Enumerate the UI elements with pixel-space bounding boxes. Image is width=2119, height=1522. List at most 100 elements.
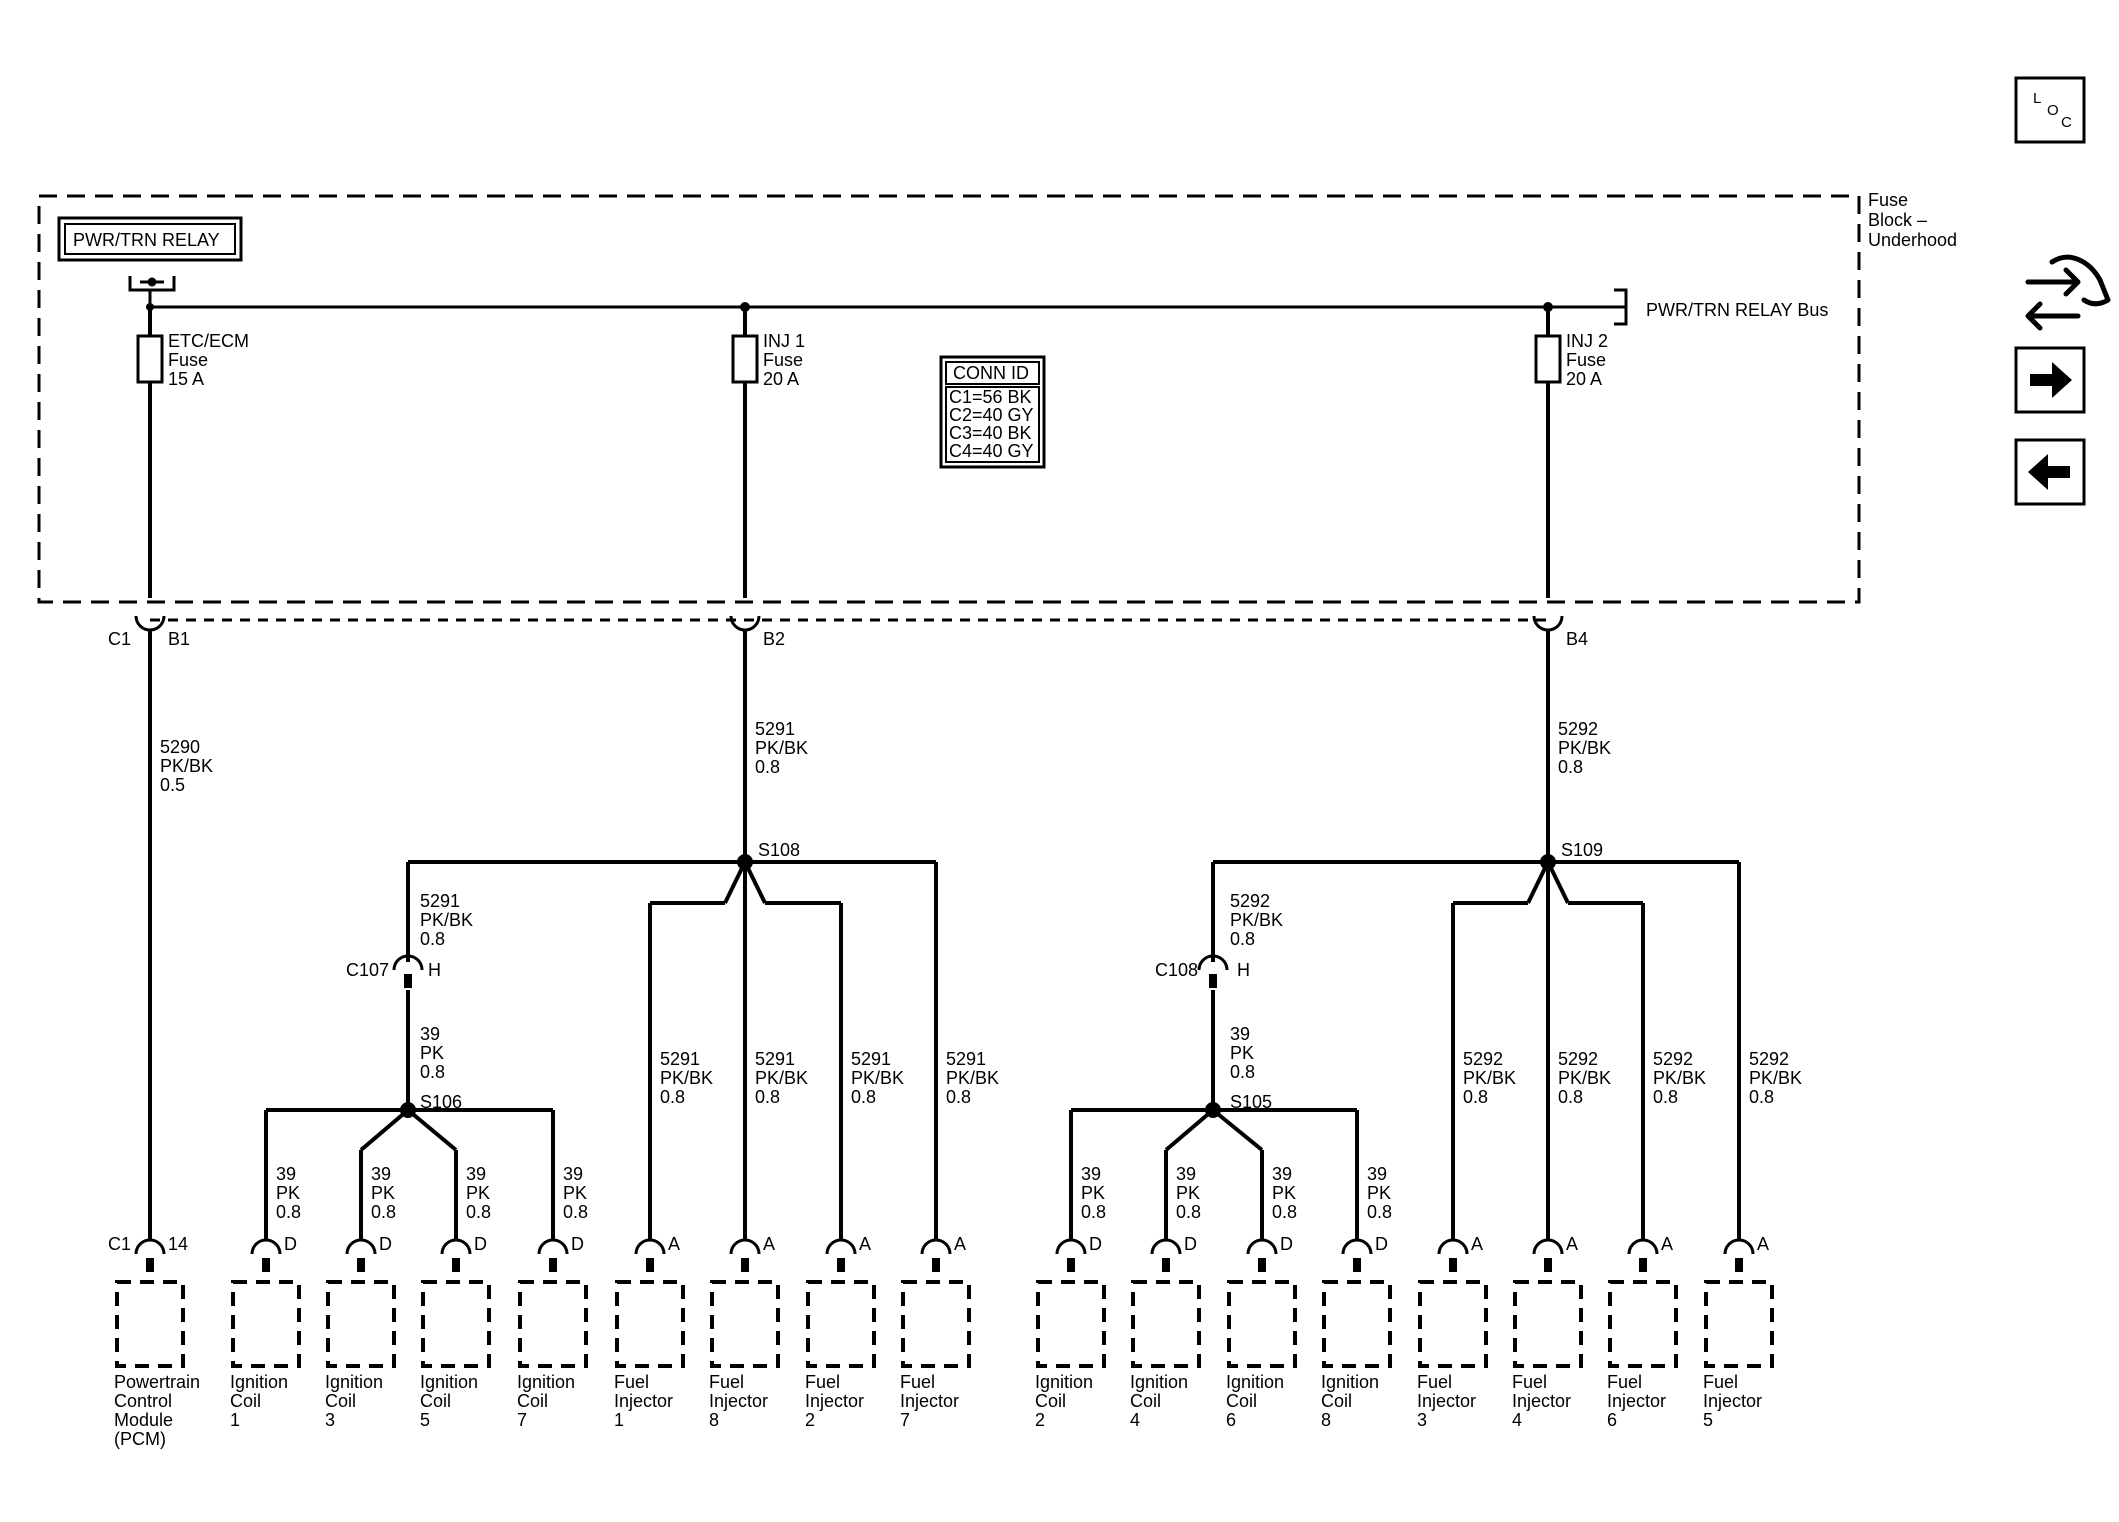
component-label-line: Fuel [805, 1372, 840, 1392]
wire-label-line: 0.8 [466, 1202, 491, 1222]
svg-text:PK: PK [420, 1043, 444, 1063]
component-body [901, 1280, 971, 1368]
component-body [1418, 1280, 1488, 1368]
component-connector-terminal [1150, 1238, 1182, 1272]
wire-label-line: PK [563, 1183, 587, 1203]
coil-drop-wire [1164, 1108, 1215, 1152]
fuse-etc-ecm: ETC/ECM Fuse 15 A [136, 303, 249, 598]
wire-label-line: 0.8 [1081, 1202, 1106, 1222]
component-body [231, 1280, 301, 1368]
svg-text:5292: 5292 [1230, 891, 1270, 911]
wire-label-to-c108: 5292 PK/BK 0.8 [1230, 891, 1283, 949]
injector-feed-wire [1526, 861, 1550, 904]
loc-button[interactable]: L O C [2014, 76, 2086, 144]
wire-label-line: PK/BK [660, 1068, 713, 1088]
pin-b1: B1 [168, 629, 190, 649]
component-connector-terminal [1437, 1238, 1469, 1272]
component-body [326, 1280, 396, 1368]
wire-label-line: 5292 [1653, 1049, 1693, 1069]
wire-label-line: PK/BK [1653, 1068, 1706, 1088]
component-pin-label: A [859, 1234, 871, 1254]
component-label-line: Injector [1512, 1391, 1571, 1411]
component-label-line: Injector [709, 1391, 768, 1411]
component-connector-terminal [1723, 1238, 1755, 1272]
block-connector-terminal [134, 615, 166, 632]
inline-connector-terminal [1197, 954, 1229, 988]
svg-text:0.5: 0.5 [160, 775, 185, 795]
component-label-line: Coil [1321, 1391, 1352, 1411]
svg-text:5291: 5291 [420, 891, 460, 911]
component-pin-label: A [1661, 1234, 1673, 1254]
component-body [421, 1280, 491, 1368]
inline-connector-c108: C108 [1155, 960, 1198, 980]
wire-label-line: 39 [371, 1164, 391, 1184]
component-label-line: 5 [420, 1410, 430, 1430]
wire-label-line: 5291 [755, 1049, 795, 1069]
component-body [1227, 1280, 1297, 1368]
wire-label-line: 0.8 [946, 1087, 971, 1107]
conn-id-row: C4=40 GY [949, 441, 1034, 461]
component-connector-terminal [537, 1238, 569, 1272]
wire-label-line: 5292 [1463, 1049, 1503, 1069]
component-label-line: 7 [900, 1410, 910, 1430]
loc-letter-o: O [2047, 102, 2059, 119]
svg-text:0.8: 0.8 [1230, 929, 1255, 949]
previous-page-button[interactable] [2014, 438, 2086, 506]
wire-label-line: 5292 [1749, 1049, 1789, 1069]
svg-text:5291: 5291 [755, 719, 795, 739]
svg-text:0.8: 0.8 [755, 757, 780, 777]
component-body [615, 1280, 685, 1368]
component-connector-terminal [1341, 1238, 1373, 1272]
component-label-line: Ignition [325, 1372, 383, 1392]
svg-text:PK/BK: PK/BK [755, 738, 808, 758]
component-label-line: Coil [420, 1391, 451, 1411]
loc-letter-c: C [2061, 114, 2072, 131]
trunk-label-5292: 5292 PK/BK 0.8 [1558, 719, 1611, 777]
component-label-line: 3 [325, 1410, 335, 1430]
component-label-line: Control [114, 1391, 172, 1411]
wire-label-line: 5291 [946, 1049, 986, 1069]
svg-text:0.8: 0.8 [420, 929, 445, 949]
wire-label-after-c107: 39 PK 0.8 [420, 1024, 445, 1082]
svg-text:PK/BK: PK/BK [1230, 910, 1283, 930]
wire-label-to-c107: 5291 PK/BK 0.8 [420, 891, 473, 949]
relay-label: PWR/TRN RELAY [73, 230, 220, 250]
inline-connector-c107: C107 [346, 960, 389, 980]
coil-drop-wire [406, 1108, 458, 1152]
component-pin-label: D [571, 1234, 584, 1254]
next-page-button[interactable] [2014, 346, 2086, 414]
component-label-line: Coil [1035, 1391, 1066, 1411]
component-label-line: Powertrain [114, 1372, 200, 1392]
wire-label-line: 0.8 [1749, 1087, 1774, 1107]
splice-s108: S108 [758, 840, 800, 860]
wire-label-line: 39 [276, 1164, 296, 1184]
component-connector-terminal [440, 1238, 472, 1272]
component-label-line: 6 [1226, 1410, 1236, 1430]
svg-text:INJ 2: INJ 2 [1566, 331, 1608, 351]
component-label-line: Module [114, 1410, 173, 1430]
relay-box-inner [64, 223, 236, 255]
component-pin-label: D [284, 1234, 297, 1254]
component-connector-terminal [1532, 1238, 1564, 1272]
bus-end-bracket [1614, 288, 1628, 326]
wire-label-line: PK [276, 1183, 300, 1203]
component-body [1131, 1280, 1201, 1368]
diagnostic-link-icon[interactable] [2025, 254, 2111, 331]
component-pin-label: 14 [168, 1234, 188, 1254]
